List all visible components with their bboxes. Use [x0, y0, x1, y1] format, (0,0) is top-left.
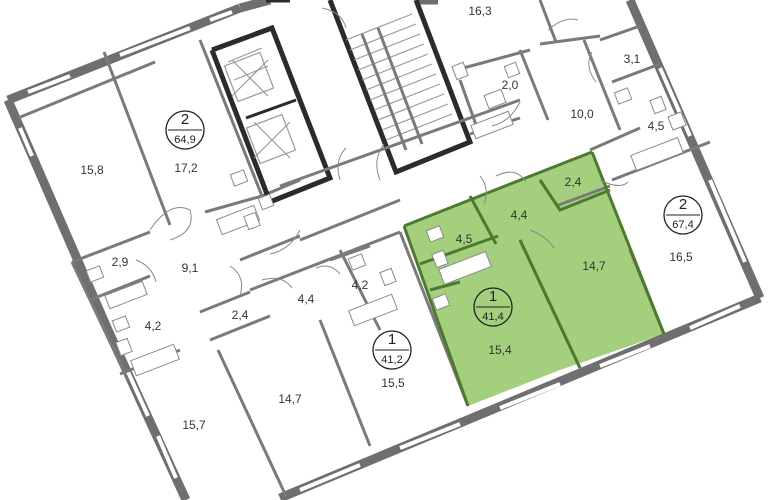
- bathtub-icon: [215, 204, 261, 236]
- room-labels: 16,3 2,0 3,1 10,0 4,5 15,8 17,2 2,4 4,4 …: [80, 4, 693, 432]
- toilet-icon: [115, 337, 133, 357]
- sink-icon: [425, 225, 445, 243]
- sink-icon: [229, 169, 249, 187]
- sink-icon: [257, 193, 275, 211]
- room-area-label: 15,4: [488, 343, 512, 357]
- room-area-label: 14,7: [278, 392, 302, 406]
- room-area-label: 4,5: [648, 119, 665, 133]
- apartment-area: 67,4: [672, 219, 693, 231]
- room-area-label: 2,4: [565, 175, 582, 189]
- room-area-label: 3,1: [624, 52, 641, 66]
- apartment-badge-highlighted[interactable]: 1 41,4: [473, 287, 513, 327]
- bathtub-icon: [470, 110, 514, 140]
- room-area-label: 4,2: [352, 278, 369, 292]
- room-area-label: 4,2: [145, 319, 162, 333]
- room-area-label: 14,7: [582, 259, 606, 273]
- sink-icon: [347, 253, 367, 271]
- bathtub-icon: [104, 280, 148, 310]
- sink-icon: [111, 315, 131, 333]
- room-area-label: 16,3: [468, 4, 492, 18]
- apartment-area: 41,4: [482, 311, 503, 323]
- room-area-label: 15,5: [381, 376, 405, 390]
- room-area-label: 15,8: [80, 163, 104, 177]
- bathtub-icon: [348, 293, 398, 327]
- apartment-room-count: 1: [388, 331, 396, 348]
- room-area-label: 9,1: [182, 261, 199, 275]
- toilet-icon: [379, 267, 397, 287]
- room-area-label: 17,2: [174, 161, 198, 175]
- sink-icon: [451, 61, 469, 81]
- sink-icon: [85, 265, 105, 283]
- sink-icon: [667, 111, 687, 131]
- room-area-label: 16,5: [669, 250, 693, 264]
- room-area-label: 2,4: [232, 308, 249, 322]
- fixtures: [85, 61, 687, 377]
- bathtub-icon: [630, 136, 684, 172]
- windows: [18, 10, 747, 492]
- room-area-label: 2,9: [112, 255, 129, 269]
- toilet-icon: [243, 211, 261, 231]
- sink-icon: [613, 87, 633, 105]
- bathtub-icon: [130, 343, 180, 377]
- apartment-room-count: 2: [679, 196, 687, 213]
- apartment-room-count: 1: [489, 288, 497, 305]
- apartment-area: 41,2: [381, 354, 402, 366]
- sink-icon: [431, 293, 451, 311]
- apartment-area: 64,9: [174, 134, 195, 146]
- toilet-icon: [649, 95, 667, 115]
- bathtub-icon: [438, 250, 492, 286]
- room-area-label: 4,4: [511, 208, 528, 222]
- highlighted-apartment[interactable]: [404, 152, 664, 406]
- apartment-badge[interactable]: 2 67,4: [663, 195, 703, 235]
- stairs: [345, 13, 453, 151]
- toilet-icon: [431, 249, 449, 269]
- room-area-label: 15,7: [182, 418, 206, 432]
- apartment-badge[interactable]: 2 64,9: [165, 110, 205, 150]
- apartment-room-count: 2: [181, 111, 189, 128]
- toilet-icon: [503, 61, 521, 79]
- core: [209, 0, 474, 206]
- apartment-badge[interactable]: 1 41,2: [372, 330, 412, 370]
- sink-icon: [483, 88, 507, 110]
- room-area-label: 2,0: [502, 78, 519, 92]
- doors: [135, 7, 629, 297]
- room-area-label: 4,5: [456, 232, 473, 246]
- corridor: [239, 98, 521, 262]
- room-area-label: 10,0: [570, 107, 594, 121]
- room-area-label: 4,4: [298, 292, 315, 306]
